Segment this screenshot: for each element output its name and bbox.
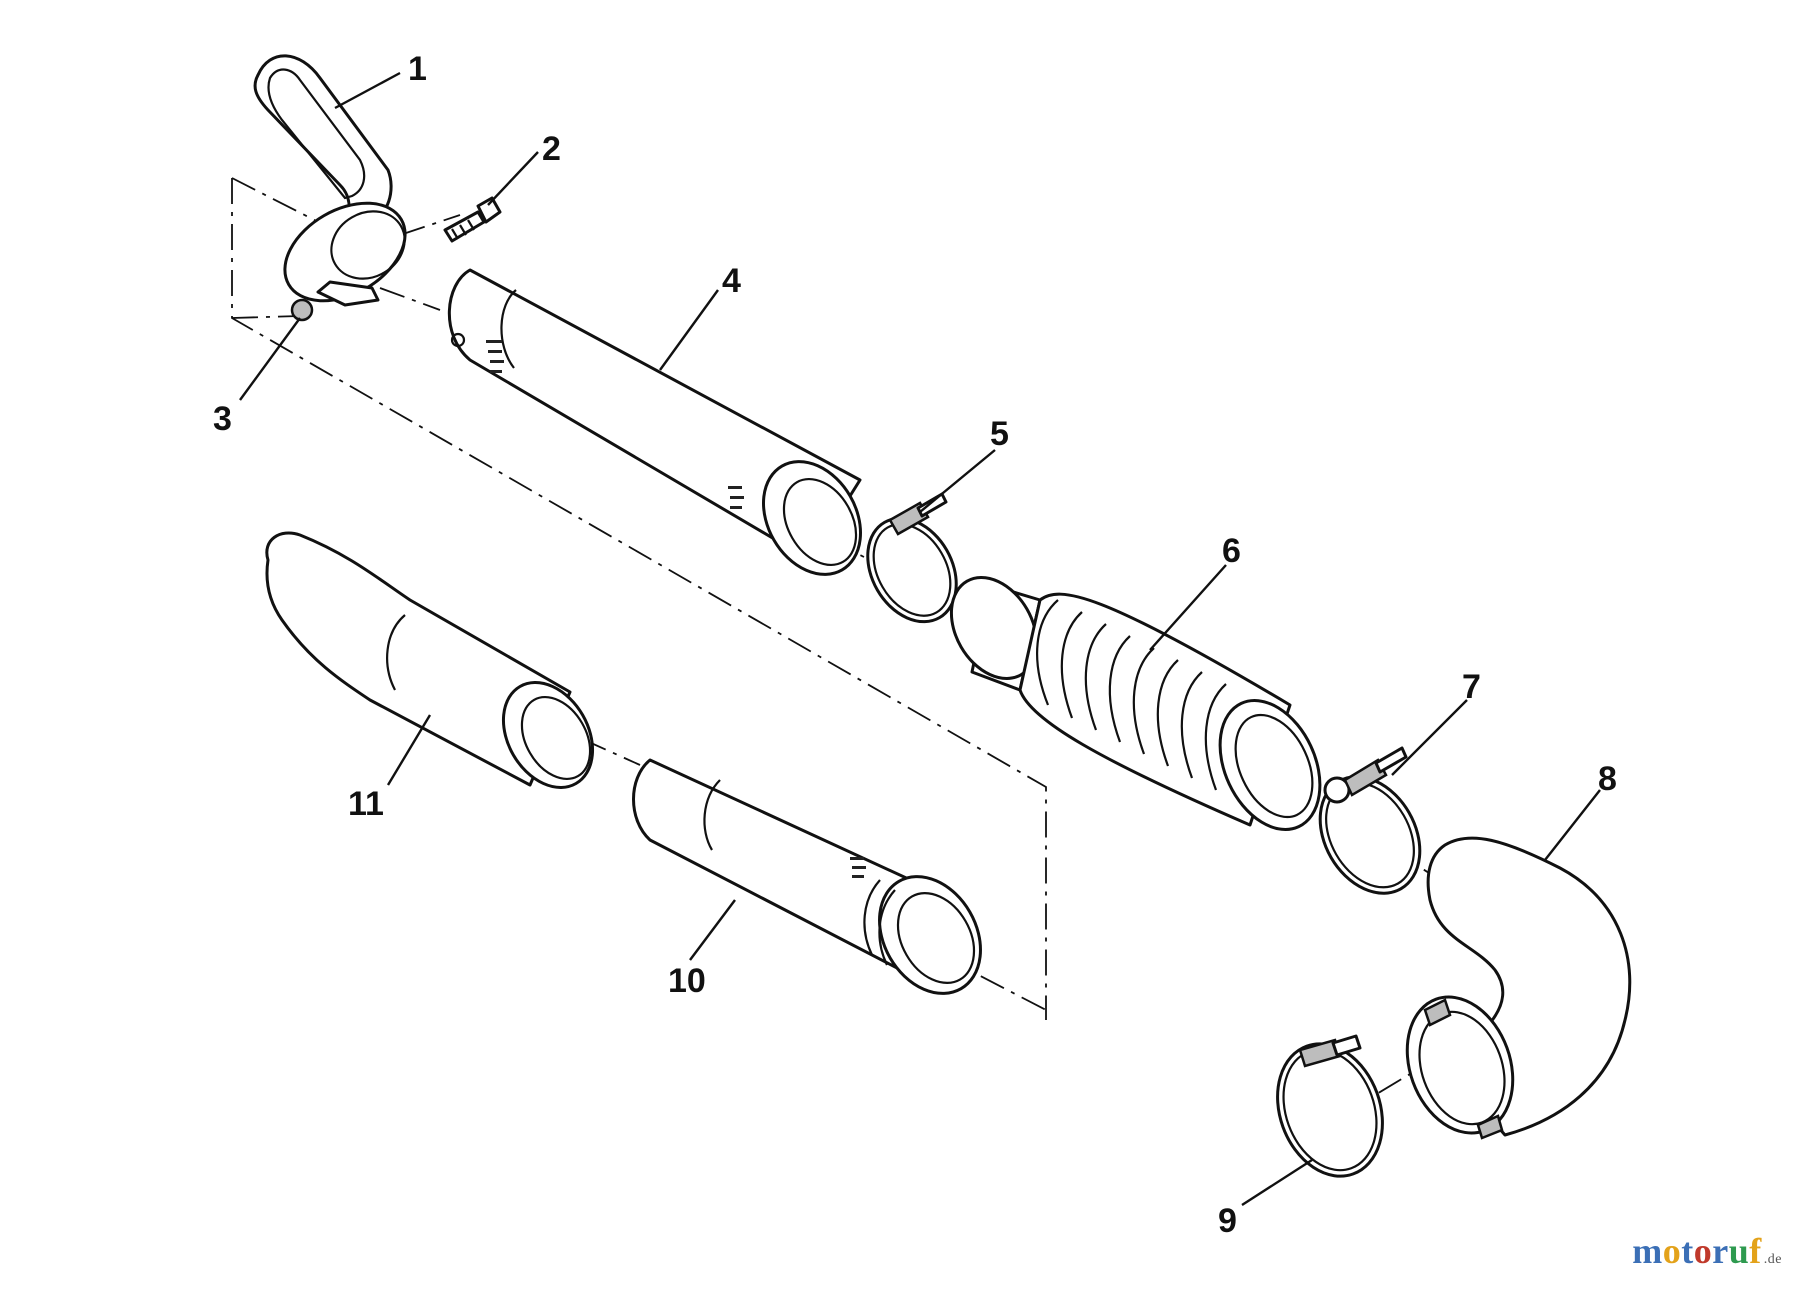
hose-clamp-upper	[866, 492, 958, 624]
blower-tube-upper	[447, 268, 862, 576]
watermark-logo: motoruf.de	[1632, 1230, 1782, 1272]
callout-2: 2	[542, 130, 561, 168]
bolt-part	[443, 196, 502, 243]
callout-4: 4	[722, 262, 741, 300]
watermark-tld: .de	[1763, 1252, 1782, 1267]
callout-labels: 1 2 3 4 5 6 7 8 9 10 11	[213, 50, 1617, 1240]
nozzle-part	[265, 531, 595, 789]
tube-marking	[850, 857, 866, 878]
nut-part	[290, 298, 314, 322]
watermark-letter: t	[1681, 1231, 1694, 1271]
watermark-letter: m	[1632, 1231, 1663, 1271]
callout-1: 1	[408, 50, 427, 88]
callout-6: 6	[1222, 532, 1241, 570]
watermark-letter: o	[1693, 1231, 1713, 1271]
blower-tube-lower	[632, 758, 982, 995]
callout-8: 8	[1598, 760, 1617, 798]
tube-marking	[486, 340, 744, 509]
callout-11: 11	[348, 785, 384, 823]
handle-part	[253, 54, 407, 307]
callout-5: 5	[990, 415, 1009, 453]
callout-3: 3	[213, 400, 232, 438]
flex-hose-part	[949, 576, 1322, 831]
elbow-part	[1405, 836, 1632, 1140]
callout-7: 7	[1462, 668, 1481, 706]
hose-clamp-lower	[1318, 746, 1422, 895]
hose-clamp-elbow	[1276, 1034, 1384, 1178]
callout-10: 10	[668, 962, 706, 1000]
leader-lines	[239, 71, 1601, 1207]
watermark-letter: o	[1662, 1231, 1682, 1271]
bellows-ribs	[1036, 599, 1227, 791]
watermark-letter: u	[1728, 1231, 1750, 1271]
watermark-letter: r	[1712, 1231, 1729, 1271]
callout-9: 9	[1218, 1202, 1237, 1240]
watermark-letter: f	[1749, 1231, 1762, 1271]
